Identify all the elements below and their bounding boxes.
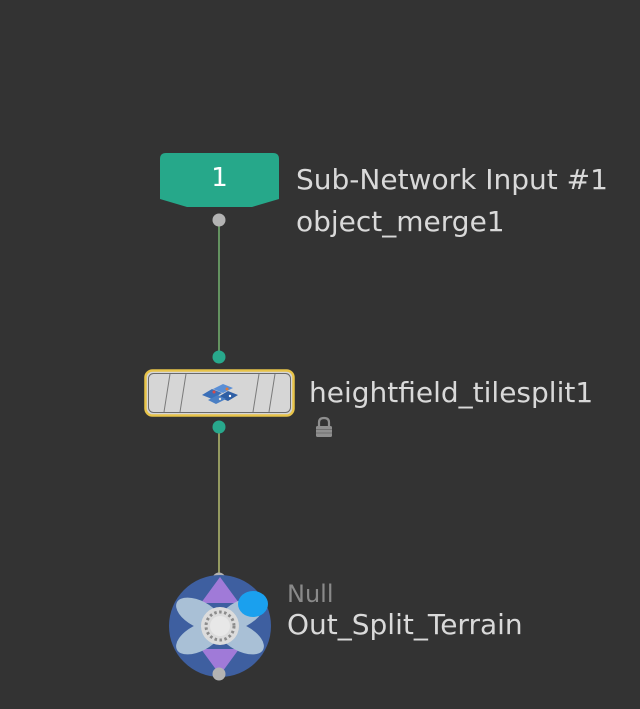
heightfield-tiles-icon bbox=[202, 384, 238, 404]
null-node-title: Out_Split_Terrain bbox=[287, 608, 523, 641]
tilesplit-output-port[interactable] bbox=[212, 420, 226, 434]
subnet-output-port[interactable] bbox=[212, 213, 226, 227]
tilesplit-title: heightfield_tilesplit1 bbox=[309, 376, 594, 409]
subnet-input-shape bbox=[160, 153, 279, 207]
null-type-label: Null bbox=[287, 580, 334, 608]
null-node-icon bbox=[169, 575, 271, 677]
subnet-input-badge: 1 bbox=[211, 163, 228, 193]
subnet-input-node[interactable]: 1 bbox=[160, 153, 279, 207]
tilesplit-node[interactable] bbox=[144, 369, 295, 417]
null-output-port[interactable] bbox=[212, 667, 226, 681]
subnet-input-subtitle: object_merge1 bbox=[296, 205, 505, 238]
tilesplit-input-port[interactable] bbox=[212, 350, 226, 364]
null-node[interactable] bbox=[165, 573, 275, 679]
subnet-input-title: Sub-Network Input #1 bbox=[296, 163, 608, 196]
lock-icon[interactable] bbox=[314, 416, 334, 438]
